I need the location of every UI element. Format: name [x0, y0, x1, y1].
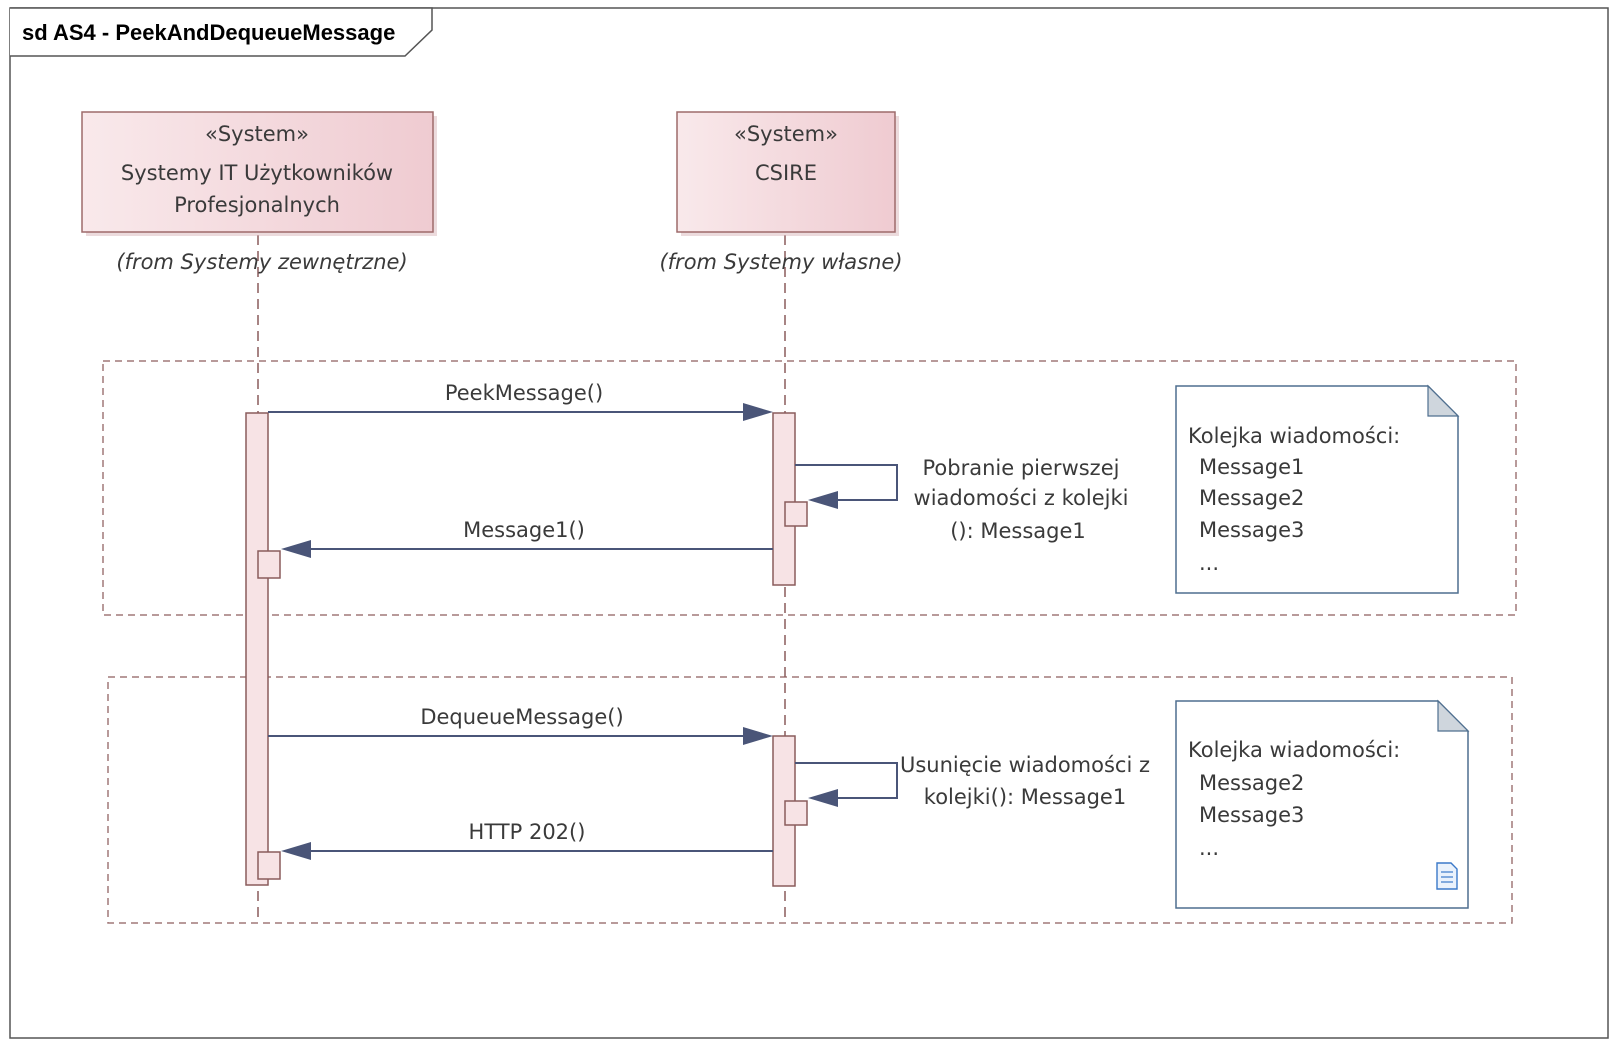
self-message-dequeue[interactable]: Usunięcie wiadomości z kolejki(): Messag…: [795, 753, 1150, 809]
lifeline-head-csire[interactable]: «System» CSIRE: [676, 111, 899, 236]
frame-title: sd AS4 - PeekAndDequeueMessage: [22, 20, 395, 45]
message-label: (): Message1: [950, 519, 1086, 543]
message-label: kolejki(): Message1: [924, 785, 1126, 809]
note-queue-2[interactable]: Kolejka wiadomości: Message2 Message3 ..…: [1175, 699, 1470, 909]
activation-bar-systemy-it: [245, 412, 269, 886]
lifeline-name: Systemy IT Użytkowników: [121, 161, 393, 185]
note-item: ...: [1199, 551, 1219, 575]
message-return-http202[interactable]: HTTP 202(): [281, 820, 773, 860]
lifeline-name: CSIRE: [755, 161, 817, 185]
note-item: Message2: [1199, 486, 1304, 510]
message-label: Usunięcie wiadomości z: [900, 753, 1150, 777]
note-queue-1[interactable]: Kolejka wiadomości: Message1 Message2 Me…: [1175, 384, 1460, 594]
message-label: HTTP 202(): [469, 820, 586, 844]
note-item: Message2: [1199, 771, 1304, 795]
lifeline-stereotype: «System»: [205, 122, 309, 146]
lifeline-stereotype: «System»: [734, 122, 838, 146]
nested-activation: [257, 851, 281, 880]
document-icon: [1436, 862, 1458, 890]
note-item: Message1: [1199, 455, 1304, 479]
note-item: Message3: [1199, 518, 1304, 542]
nested-activation: [257, 550, 281, 579]
interaction-fragment-peek: [102, 360, 1517, 616]
message-return-message1[interactable]: Message1(): [281, 518, 773, 558]
message-peek[interactable]: PeekMessage(): [268, 381, 773, 421]
interaction-fragment-dequeue: [107, 676, 1513, 924]
message-dequeue[interactable]: DequeueMessage(): [268, 705, 773, 745]
message-label: PeekMessage(): [445, 381, 603, 405]
nested-activation: [784, 501, 808, 527]
note-item: ...: [1199, 836, 1219, 860]
message-label: Pobranie pierwszej: [923, 456, 1120, 480]
message-label: Message1(): [463, 518, 585, 542]
message-label: wiadomości z kolejki: [914, 486, 1129, 510]
nested-activation: [784, 800, 808, 826]
lifeline-name-line2: Profesjonalnych: [174, 193, 340, 217]
message-label: DequeueMessage(): [420, 705, 623, 729]
activation-bar-csire-peek: [772, 412, 796, 586]
note-title: Kolejka wiadomości:: [1188, 424, 1400, 448]
note-title: Kolejka wiadomości:: [1188, 738, 1400, 762]
lifeline-head-systemy-it[interactable]: «System» Systemy IT Użytkowników Profesj…: [81, 111, 437, 236]
diagram-frame: sd AS4 - PeekAndDequeueMessage: [9, 7, 1609, 1039]
lifeline-origin: (from Systemy własne): [659, 250, 902, 274]
note-item: Message3: [1199, 803, 1304, 827]
lifeline-origin: (from Systemy zewnętrzne): [116, 250, 407, 274]
self-message-peek[interactable]: Pobranie pierwszej wiadomości z kolejki …: [795, 456, 1128, 543]
